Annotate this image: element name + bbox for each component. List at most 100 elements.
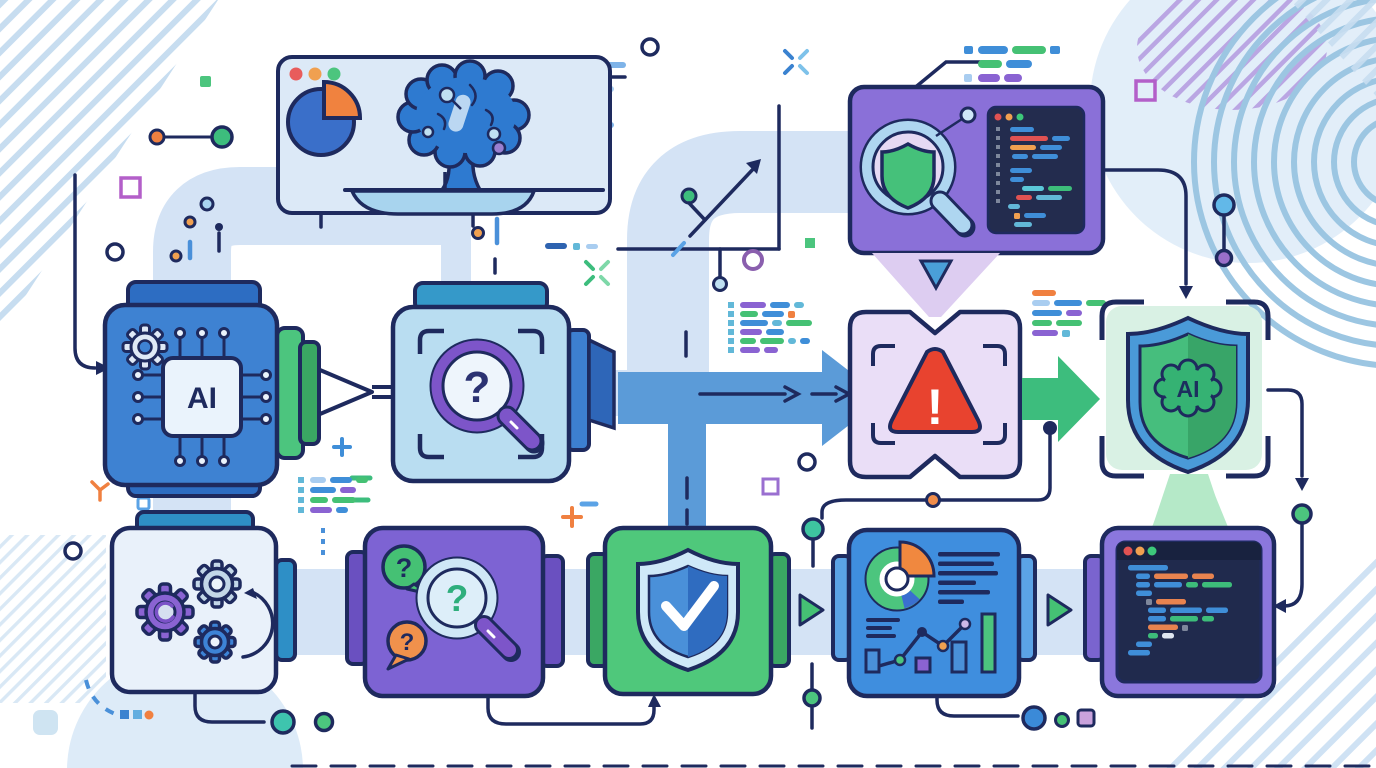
scale-dish-icon: [349, 189, 537, 216]
question-glyph: ?: [446, 578, 469, 619]
orange-plus: [561, 506, 583, 528]
traffic-dot-green: [327, 67, 341, 81]
panel-to-shield-line: [1101, 168, 1188, 286]
refresh-arrowhead: [244, 588, 257, 599]
top-left-stripes: [0, 0, 218, 335]
green-square: [805, 238, 815, 248]
brain-on-scale: [343, 59, 605, 216]
orange-dot: [148, 128, 166, 146]
question-review-module: ? ? ?: [345, 525, 565, 699]
navy-ring: [797, 452, 817, 472]
code-snippet-center: [728, 302, 812, 353]
shield-brain-icon: AI: [1153, 358, 1223, 418]
growth-arrowhead: [746, 159, 761, 174]
editor-gutter: [996, 127, 1000, 203]
orange-dot: [925, 492, 941, 508]
warning-triangle-icon: [888, 347, 982, 434]
traffic-dot-orange: [308, 67, 322, 81]
to-code-panel-arrowhead: [1273, 599, 1286, 613]
purple-dot: [1214, 248, 1234, 268]
growth-branch: [687, 201, 707, 222]
question-bubble-orange: ?: [386, 620, 428, 671]
antenna-line: [935, 117, 963, 138]
green-x-sparkle: [584, 260, 610, 286]
bar-line-chart-icon: [864, 612, 997, 674]
neuron-link: [451, 99, 462, 110]
navy-ring: [640, 37, 660, 57]
green-dot: [313, 711, 335, 733]
brain-highlight: [448, 94, 471, 132]
shield-icon: [880, 141, 936, 210]
question-glyph: ?: [464, 363, 491, 412]
traffic-dot-green: [1147, 546, 1157, 556]
orange-dot: [169, 249, 183, 263]
exclamation-glyph: !: [927, 379, 944, 435]
shield-right-line: [1266, 388, 1304, 478]
blue-square: [120, 710, 129, 719]
check-bottom-arrowhead: [648, 694, 661, 707]
shield-check-icon: [636, 547, 740, 673]
blue-connector-wedge: [587, 337, 616, 431]
blue-x-sparkle: [783, 49, 809, 75]
scan-frame-corners: [417, 328, 545, 460]
orange-dot: [144, 710, 154, 720]
code-snippet-left: [298, 477, 368, 513]
gear-blue: [193, 620, 237, 664]
left-stripes: [0, 535, 106, 703]
panel-callout-line: [910, 60, 986, 92]
chip-pins: [132, 327, 272, 467]
gear-purple: [135, 582, 195, 642]
editor-code-lines: [1128, 565, 1232, 656]
blue-square: [133, 710, 142, 719]
shield-right-arrowhead: [1295, 478, 1309, 491]
orange-dot: [471, 226, 485, 240]
editor-header: [1117, 542, 1261, 560]
traffic-dot-orange: [1135, 546, 1145, 556]
plus-signs: [332, 437, 583, 528]
magnifier-handle: [477, 618, 516, 657]
purple-ring: [742, 249, 764, 271]
pie-slice: [322, 79, 363, 120]
editor-code-lines: [1008, 127, 1072, 227]
orange-y-sparkle: [90, 480, 110, 502]
green-dot: [1054, 712, 1070, 728]
teal-green-dot: [801, 517, 825, 541]
to-code-panel-line: [1282, 522, 1304, 608]
navy-ring: [105, 242, 125, 262]
automation-module: [109, 510, 297, 695]
sparkles-and-dots: [63, 37, 1313, 735]
blue-dot: [1212, 193, 1236, 217]
purple-square: [1076, 708, 1096, 728]
brain-folds: [436, 83, 494, 131]
analytics-bottom-line: [935, 694, 1020, 718]
alert-circuit-line: [820, 430, 1052, 520]
purple-square-outline: [1134, 79, 1157, 102]
ai-shield-module: AI: [1099, 299, 1271, 528]
magnifier-handle: [932, 193, 971, 233]
refresh-arrow: [241, 590, 275, 659]
teal-dot: [270, 709, 296, 735]
verified-module: [586, 525, 791, 697]
question-to-check-line: [486, 694, 656, 726]
brain-icon: [396, 59, 531, 169]
navy-dot: [1043, 421, 1057, 435]
growth-tail-dash: [671, 241, 686, 257]
ai-chip-icon: [161, 356, 243, 438]
growth-arrow-line: [688, 164, 758, 238]
navy-dot: [215, 223, 223, 231]
alert-module: !: [847, 309, 1023, 480]
left-entry-line: [73, 173, 97, 370]
green-square: [200, 76, 211, 87]
handle-glint: [509, 420, 519, 430]
growth-node-dot: [680, 187, 698, 205]
purple-square-outline: [119, 176, 142, 199]
funnel-triangle: [918, 259, 954, 292]
traffic-dot-red: [1123, 546, 1133, 556]
question-glyph: ?: [396, 553, 413, 583]
analytics-module: [831, 527, 1037, 699]
dashed-arc: [84, 679, 119, 717]
magnifier-question-icon: ?: [429, 338, 545, 454]
play-triangle-icon: [1046, 593, 1073, 627]
